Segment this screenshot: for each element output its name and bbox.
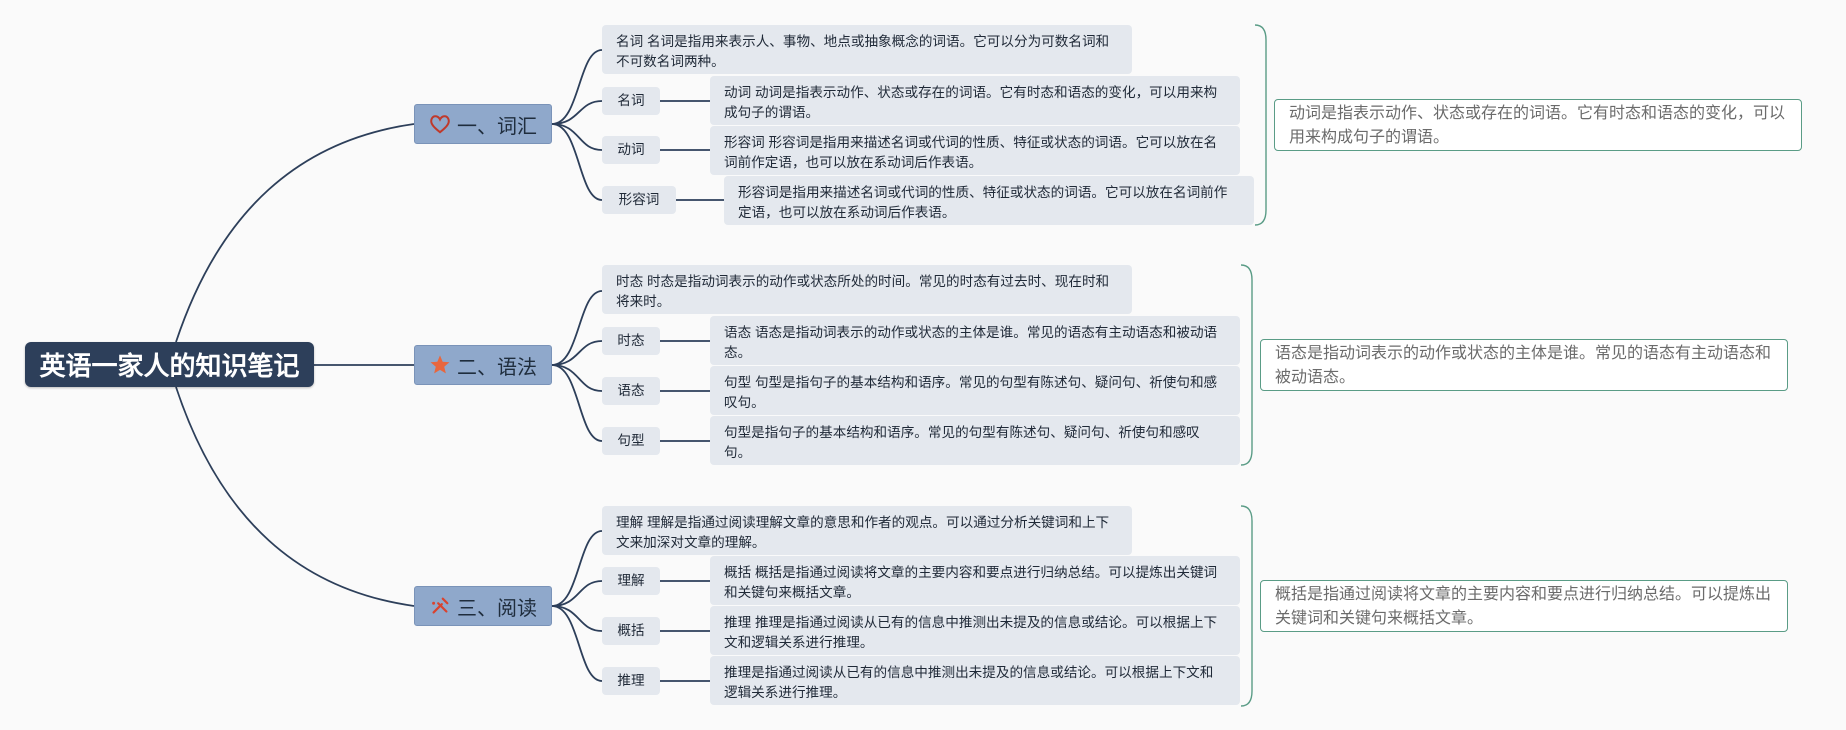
root-to-cat1-link bbox=[175, 123, 415, 343]
cat3-item2-link bbox=[551, 605, 603, 632]
summary-bracket-2 bbox=[1240, 264, 1253, 466]
intro-node[interactable]: 理解 理解是指通过阅读理解文章的意思和作者的观点。可以通过分析关键词和上下文来加… bbox=[602, 506, 1132, 555]
subtopic-node[interactable]: 推理 bbox=[602, 667, 660, 695]
description-node[interactable]: 概括 概括是指通过阅读将文章的主要内容和要点进行归纳总结。可以提炼出关键词和关键… bbox=[710, 556, 1240, 605]
summary-box[interactable]: 动词是指表示动作、状态或存在的词语。它有时态和语态的变化，可以用来构成句子的谓语… bbox=[1274, 99, 1802, 151]
intro-node[interactable]: 名词 名词是指用来表示人、事物、地点或抽象概念的词语。它可以分为可数名词和不可数… bbox=[602, 25, 1132, 74]
cat1-intro-link bbox=[551, 49, 603, 125]
subtopic-node[interactable]: 理解 bbox=[602, 567, 660, 595]
root-topic[interactable]: 英语一家人的知识笔记 bbox=[25, 342, 314, 387]
subtopic-node[interactable]: 动词 bbox=[602, 136, 660, 164]
description-node[interactable]: 推理 推理是指通过阅读从已有的信息中推测出未提及的信息或结论。可以根据上下文和逻… bbox=[710, 606, 1240, 655]
description-node[interactable]: 动词 动词是指表示动作、状态或存在的词语。它有时态和语态的变化，可以用来构成句子… bbox=[710, 76, 1240, 125]
cat2-item1-link bbox=[551, 340, 603, 366]
description-node[interactable]: 推理是指通过阅读从已有的信息中推测出未提及的信息或结论。可以根据上下文和逻辑关系… bbox=[710, 656, 1240, 705]
summary-bracket-1 bbox=[1254, 24, 1267, 226]
cat1-item1-link bbox=[551, 100, 603, 125]
cat3-item3-link bbox=[551, 605, 603, 682]
cat2-intro-link bbox=[551, 290, 603, 366]
category-label: 一、词汇 bbox=[457, 115, 537, 138]
description-node[interactable]: 句型是指句子的基本结构和语序。常见的句型有陈述句、疑问句、祈使句和感叹句。 bbox=[710, 416, 1240, 465]
cat3-intro-link bbox=[551, 530, 603, 607]
subtopic-node[interactable]: 名词 bbox=[602, 87, 660, 115]
category-grammar[interactable]: 二、语法 bbox=[414, 345, 552, 385]
category-label: 二、语法 bbox=[457, 356, 537, 379]
subtopic-node[interactable]: 时态 bbox=[602, 327, 660, 355]
description-node[interactable]: 语态 语态是指动词表示的动作或状态的主体是谁。常见的语态有主动语态和被动语态。 bbox=[710, 316, 1240, 365]
description-node[interactable]: 形容词是指用来描述名词或代词的性质、特征或状态的词语。它可以放在名词前作定语，也… bbox=[724, 176, 1254, 225]
cat2-item2-link bbox=[551, 364, 603, 392]
summary-box[interactable]: 概括是指通过阅读将文章的主要内容和要点进行归纳总结。可以提炼出关键词和关键句来概… bbox=[1260, 580, 1788, 632]
category-reading[interactable]: 三、阅读 bbox=[414, 586, 552, 626]
summary-box[interactable]: 语态是指动词表示的动作或状态的主体是谁。常见的语态有主动语态和被动语态。 bbox=[1260, 339, 1788, 391]
summary-bracket-3 bbox=[1240, 505, 1253, 707]
subtopic-node[interactable]: 形容词 bbox=[602, 186, 676, 214]
description-node[interactable]: 形容词 形容词是指用来描述名词或代词的性质、特征或状态的词语。它可以放在名词前作… bbox=[710, 126, 1240, 175]
cat1-item3-link bbox=[551, 123, 603, 201]
heart-icon bbox=[430, 115, 450, 134]
intro-node[interactable]: 时态 时态是指动词表示的动作或状态所处的时间。常见的时态有过去时、现在时和将来时… bbox=[602, 265, 1132, 314]
category-label: 三、阅读 bbox=[457, 597, 537, 620]
cat1-item2-link bbox=[551, 123, 603, 151]
cat2-item3-link bbox=[551, 364, 603, 442]
subtopic-node[interactable]: 句型 bbox=[602, 427, 660, 455]
category-vocabulary[interactable]: 一、词汇 bbox=[414, 104, 552, 144]
star-icon bbox=[430, 355, 450, 374]
subtopic-node[interactable]: 语态 bbox=[602, 377, 660, 405]
root-to-cat3-link bbox=[175, 386, 415, 607]
cat3-item1-link bbox=[551, 580, 603, 607]
tools-icon bbox=[432, 597, 449, 614]
description-node[interactable]: 句型 句型是指句子的基本结构和语序。常见的句型有陈述句、疑问句、祈使句和感叹句。 bbox=[710, 366, 1240, 415]
subtopic-node[interactable]: 概括 bbox=[602, 617, 660, 645]
